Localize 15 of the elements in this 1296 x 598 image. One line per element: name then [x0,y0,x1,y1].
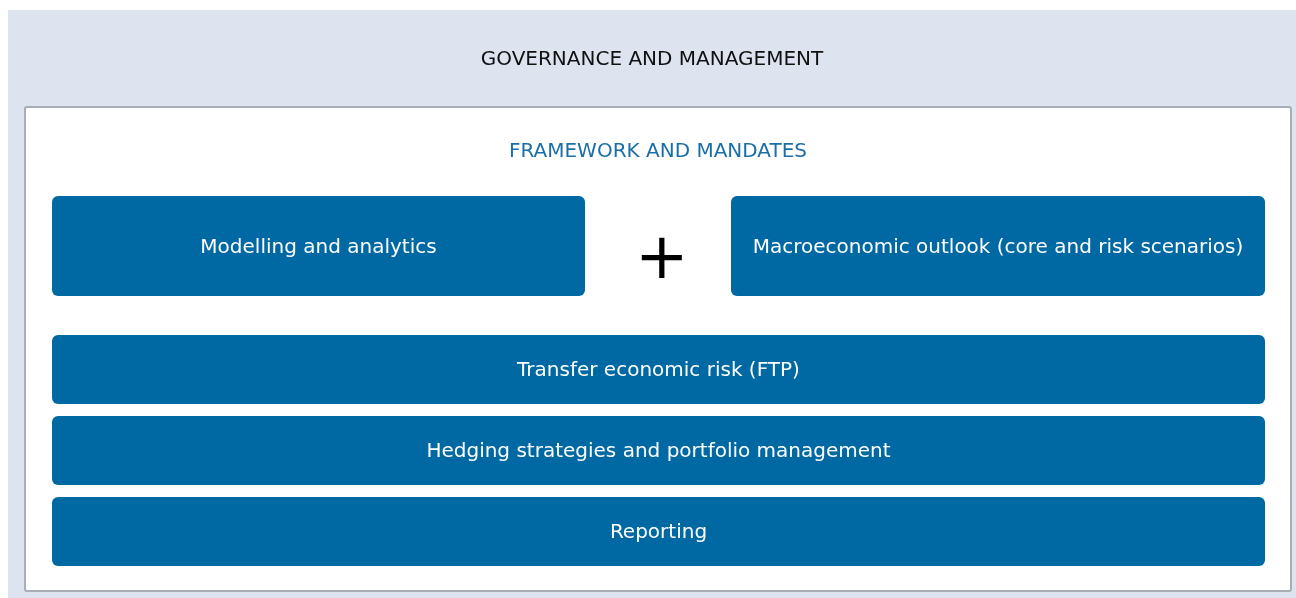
box-label: Transfer economic risk (FTP) [516,356,801,383]
outer-panel [8,10,1296,598]
process-box [52,196,585,296]
process-box [52,416,1265,485]
plus-sign: + [635,218,685,295]
process-box [52,497,1265,566]
section-heading: GOVERNANCE AND MANAGEMENT [480,46,824,70]
box-label: Hedging strategies and portfolio management [425,437,892,464]
inner-panel [24,106,1292,592]
box-label: Reporting [608,518,709,545]
section-heading: FRAMEWORK AND MANDATES [508,138,808,162]
box-label: Modelling and analytics [199,232,438,260]
process-box [731,196,1265,296]
box-label: Macroeconomic outlook (core and risk scenarios) [751,232,1245,260]
process-box [52,335,1265,404]
